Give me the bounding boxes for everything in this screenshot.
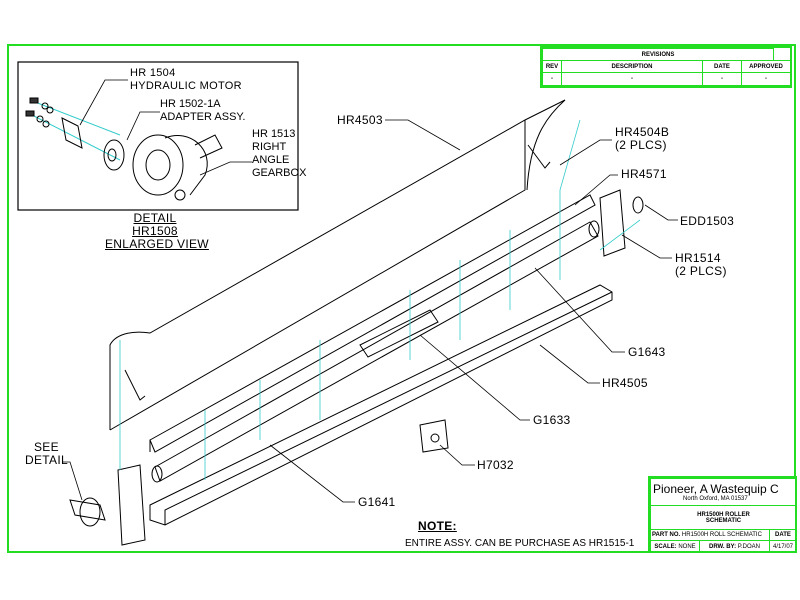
detail-parts — [25, 97, 223, 201]
company-address: North Oxford, MA 01537 — [683, 496, 748, 502]
callout-g1641: G1641 — [358, 495, 396, 509]
callout-edd1503: EDD1503 — [680, 214, 735, 228]
callout-hr4504b: HR4504B (2 PLCS) — [615, 126, 669, 152]
detail-caption: DETAIL HR1508 ENLARGED VIEW — [105, 211, 209, 251]
note-text: ENTIRE ASSY. CAN BE PURCHASE AS HR1515-1 — [405, 538, 635, 549]
note-title: NOTE: — [418, 519, 457, 533]
scale-label: SCALE: — [654, 543, 677, 550]
bearing-edd1503 — [632, 196, 644, 214]
part-number: HR1514 — [675, 251, 721, 265]
end-plate-right — [599, 189, 626, 257]
part-description: HYDRAULIC MOTOR — [130, 80, 242, 92]
part-quantity: (2 PLCS) — [615, 138, 667, 152]
date-value: 4/17/07 — [769, 540, 797, 553]
description-cell: - — [561, 72, 703, 86]
revisions-table: REVISIONS REV DESCRIPTION DATE APPROVED … — [540, 46, 792, 88]
see-detail-line: SEE — [34, 440, 59, 454]
company-cell: Pioneer, A Wastequip C North Oxford, MA … — [650, 478, 797, 506]
drawing-title-cell: HR1500H ROLLER SCHEMATIC — [650, 505, 797, 530]
callout-hr4503: HR4503 — [337, 113, 383, 127]
drawn-by-cell: DRW. BY: P.DOAN — [699, 540, 770, 553]
drawn-by-label: DRW. BY: — [708, 543, 737, 550]
date-cell: - — [702, 72, 742, 86]
part-quantity: (2 PLCS) — [675, 264, 727, 278]
scale-value: NONE — [678, 543, 696, 550]
part-description: RIGHT — [252, 141, 287, 153]
centerlines — [119, 119, 641, 480]
company-name: Pioneer, A Wastequip C — [653, 482, 779, 496]
caption-line: HR1508 — [132, 224, 178, 238]
part-number: HR 1513 — [252, 128, 296, 140]
part-number: HR4504B — [615, 125, 670, 139]
see-detail-line: DETAIL — [25, 453, 68, 467]
part-number: HR 1504 — [130, 67, 176, 79]
main-assembly — [69, 99, 644, 546]
cover-outline — [109, 99, 566, 430]
see-detail-callout: SEE DETAIL — [25, 441, 68, 467]
sheet-border — [7, 44, 796, 553]
scale-cell: SCALE: NONE — [650, 540, 700, 553]
part-no-label: PART NO. — [652, 532, 681, 538]
caption-line: ENLARGED VIEW — [105, 237, 209, 251]
callout-hr1504: HR 1504 HYDRAULIC MOTOR — [130, 67, 242, 93]
callout-hr4505: HR4505 — [602, 376, 648, 390]
detail-box — [17, 61, 299, 211]
callout-hr1514: HR1514 (2 PLCS) — [675, 252, 727, 278]
callout-g1643: G1643 — [628, 345, 666, 359]
part-number: HR 1502-1A — [160, 98, 221, 110]
detail-leaders — [79, 79, 252, 176]
part-description: GEARBOX — [252, 167, 307, 179]
callout-g1633: G1633 — [533, 413, 571, 427]
approved-cell: - — [741, 72, 791, 86]
part-no-value: HR1500H ROLL SCHEMATIC — [681, 532, 762, 538]
drawing-title-line: SCHEMATIC — [705, 517, 742, 524]
callout-hr1502-1a: HR 1502-1A ADAPTER ASSY. — [160, 98, 245, 124]
part-description: ANGLE — [252, 154, 290, 166]
caption-line: DETAIL — [133, 211, 177, 225]
end-plate-left — [117, 464, 146, 546]
rev-cell: - — [542, 72, 562, 86]
leaders — [62, 119, 678, 503]
drawn-by-value: P.DOAN — [737, 543, 761, 550]
callout-h7032: H7032 — [477, 458, 514, 472]
title-block: Pioneer, A Wastequip C North Oxford, MA … — [648, 476, 797, 553]
callout-hr1513: HR 1513 RIGHT ANGLE GEARBOX — [252, 128, 306, 180]
part-description: ADAPTER ASSY. — [160, 111, 246, 123]
drawing-title-line: HR1500H ROLLER — [697, 511, 750, 518]
callout-hr4571: HR4571 — [621, 167, 667, 181]
